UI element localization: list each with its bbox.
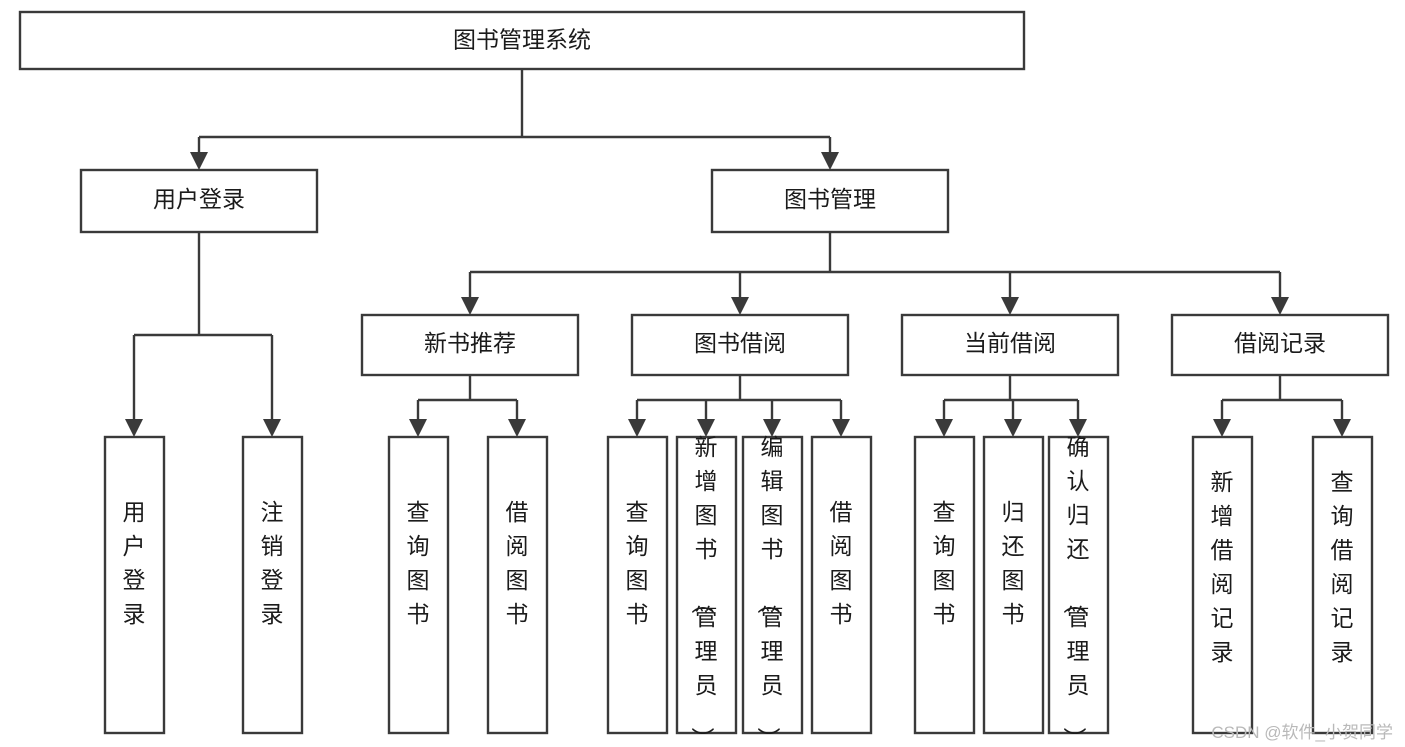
- leaf-borrow-record-query-box[interactable]: [1311, 435, 1374, 735]
- arrow-head-borrow-record: [1271, 297, 1289, 315]
- leaf-book-borrow-edit[interactable]: 编辑图书（管理员）: [741, 434, 804, 747]
- leaf-user-login-logout-label: 注销登录: [261, 499, 284, 627]
- leaf-borrow-record-query-label: 查询借阅记录: [1331, 469, 1354, 665]
- node-current-borrow-label: 当前借阅: [964, 330, 1056, 356]
- leaf-current-borrow-query-box[interactable]: [913, 435, 976, 735]
- leaf-current-borrow-confirm-label: 确认归还（管理员）: [1062, 434, 1090, 747]
- node-borrow-record[interactable]: 借阅记录: [1170, 313, 1390, 377]
- leaf-user-login-login[interactable]: 用户登录: [103, 435, 166, 735]
- arrow-head-leaf-logout: [263, 419, 281, 437]
- leaf-borrow-record-query[interactable]: 查询借阅记录: [1311, 435, 1374, 735]
- node-new-book-recommend[interactable]: 新书推荐: [360, 313, 580, 377]
- node-book-borrow[interactable]: 图书借阅: [630, 313, 850, 377]
- leaf-new-book-borrow-label: 借阅图书: [506, 499, 529, 627]
- node-book-borrow-label: 图书借阅: [694, 330, 786, 356]
- leaf-new-book-borrow[interactable]: 借阅图书: [486, 435, 549, 735]
- leaf-book-borrow-borrow[interactable]: 借阅图书: [810, 435, 873, 735]
- leaf-current-borrow-return-box[interactable]: [982, 435, 1045, 735]
- arrow-head-borrow-record-leaf-1: [1333, 419, 1351, 437]
- arrow-head-book-borrow-leaf-2: [763, 419, 781, 437]
- node-borrow-record-box[interactable]: [1170, 313, 1390, 377]
- arrow-head-current-borrow-leaf-2: [1069, 419, 1087, 437]
- leaf-borrow-record-add-label: 新增借阅记录: [1211, 469, 1234, 665]
- node-new-book-recommend-box[interactable]: [360, 313, 580, 377]
- arrow-head-new-book-leaf-0: [409, 419, 427, 437]
- node-root-box[interactable]: [18, 10, 1026, 71]
- leaf-user-login-login-label: 用户登录: [123, 499, 146, 627]
- leaf-book-borrow-query-label: 查询图书: [626, 499, 649, 627]
- arrow-head-new-book: [461, 297, 479, 315]
- arrow-head-book-mgmt: [821, 152, 839, 170]
- leaf-current-borrow-confirm-box[interactable]: [1047, 435, 1110, 735]
- leaf-book-borrow-edit-box[interactable]: [741, 435, 804, 735]
- leaf-borrow-record-add[interactable]: 新增借阅记录: [1191, 435, 1254, 735]
- node-root[interactable]: 图书管理系统: [18, 10, 1026, 71]
- leaf-book-borrow-add-label: 新增图书（管理员）: [690, 434, 718, 747]
- leaf-user-login-logout[interactable]: 注销登录: [241, 435, 304, 735]
- node-user-login-box[interactable]: [79, 168, 319, 234]
- arrow-head-book-borrow-leaf-0: [628, 419, 646, 437]
- node-current-borrow[interactable]: 当前借阅: [900, 313, 1120, 377]
- node-book-management[interactable]: 图书管理: [710, 168, 950, 234]
- leaf-current-borrow-query-label: 查询图书: [933, 499, 956, 627]
- arrow-head-user-login: [190, 152, 208, 170]
- node-borrow-record-label: 借阅记录: [1234, 330, 1326, 356]
- node-root-label: 图书管理系统: [453, 27, 591, 53]
- leaf-new-book-query-label: 查询图书: [407, 499, 430, 627]
- csdn-watermark: CSDN @软件_小贺同学: [1211, 723, 1393, 742]
- leaf-book-borrow-edit-label: 编辑图书（管理员）: [756, 434, 784, 747]
- leaf-borrow-record-add-box[interactable]: [1191, 435, 1254, 735]
- leaf-new-book-query[interactable]: 查询图书: [387, 435, 450, 735]
- arrow-head-current-borrow: [1001, 297, 1019, 315]
- arrow-head-new-book-leaf-1: [508, 419, 526, 437]
- arrow-head-current-borrow-leaf-1: [1004, 419, 1022, 437]
- leaf-current-borrow-confirm[interactable]: 确认归还（管理员）: [1047, 434, 1110, 747]
- arrow-head-leaf-user-login: [125, 419, 143, 437]
- leaf-book-borrow-query[interactable]: 查询图书: [606, 435, 669, 735]
- arrow-head-borrow-record-leaf-0: [1213, 419, 1231, 437]
- leaf-book-borrow-add-box[interactable]: [675, 435, 738, 735]
- leaf-current-borrow-return-label: 归还图书: [1002, 499, 1025, 627]
- arrow-head-book-borrow-leaf-3: [832, 419, 850, 437]
- node-book-borrow-box[interactable]: [630, 313, 850, 377]
- arrow-head-book-borrow-leaf-1: [697, 419, 715, 437]
- arrow-head-book-borrow: [731, 297, 749, 315]
- leaf-book-borrow-add[interactable]: 新增图书（管理员）: [675, 434, 738, 747]
- leaf-book-borrow-query-box[interactable]: [606, 435, 669, 735]
- arrow-head-current-borrow-leaf-0: [935, 419, 953, 437]
- node-user-login[interactable]: 用户登录: [79, 168, 319, 234]
- leaf-current-borrow-query[interactable]: 查询图书: [913, 435, 976, 735]
- node-current-borrow-box[interactable]: [900, 313, 1120, 377]
- leaf-new-book-borrow-box[interactable]: [486, 435, 549, 735]
- node-book-management-box[interactable]: [710, 168, 950, 234]
- leaf-new-book-query-box[interactable]: [387, 435, 450, 735]
- leaf-user-login-login-box[interactable]: [103, 435, 166, 735]
- node-user-login-label: 用户登录: [153, 186, 245, 212]
- leaf-user-login-logout-box[interactable]: [241, 435, 304, 735]
- leaf-book-borrow-borrow-label: 借阅图书: [830, 499, 853, 627]
- leaf-book-borrow-borrow-box[interactable]: [810, 435, 873, 735]
- node-book-management-label: 图书管理: [784, 186, 876, 212]
- leaf-current-borrow-return[interactable]: 归还图书: [982, 435, 1045, 735]
- connector-layer: [125, 69, 1351, 437]
- node-new-book-recommend-label: 新书推荐: [424, 330, 516, 356]
